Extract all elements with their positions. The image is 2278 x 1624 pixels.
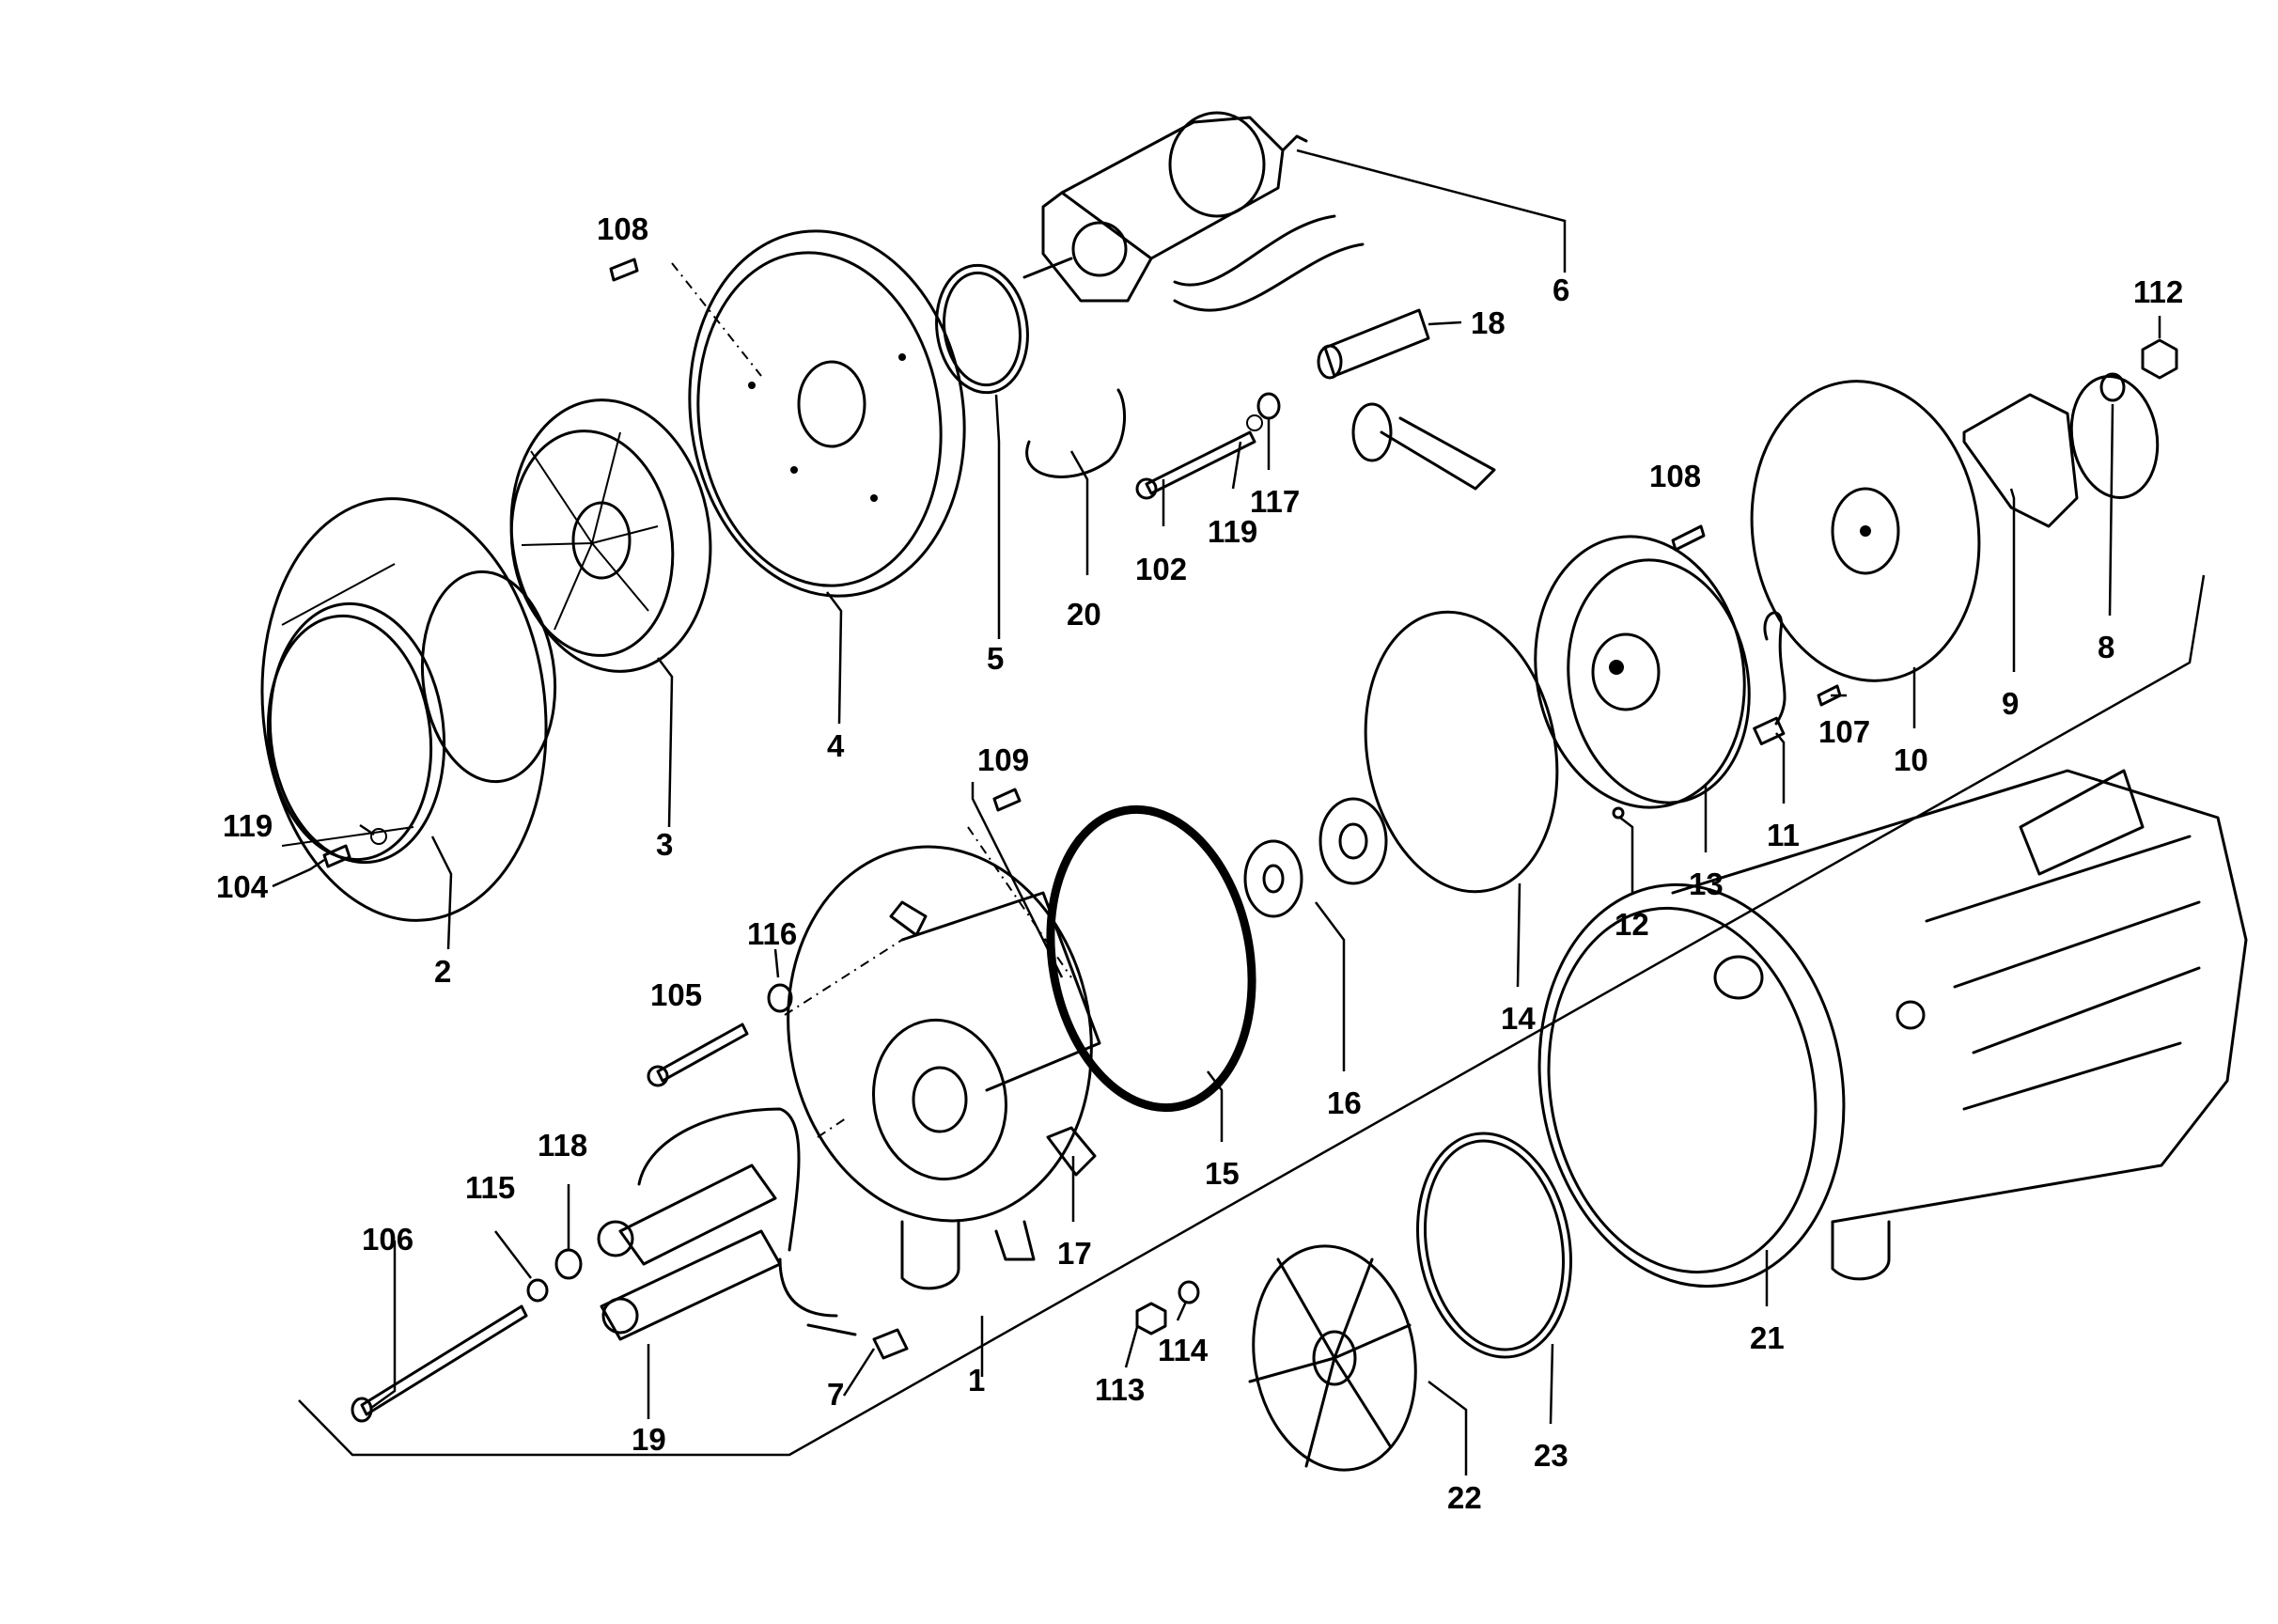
label-16: 16	[1327, 1085, 1362, 1120]
label-104: 104	[216, 869, 269, 904]
part-screw-102	[1145, 430, 1256, 495]
part-o-ring-small-inner	[943, 271, 1022, 387]
part-back-plate	[688, 229, 966, 598]
part-screw-105	[656, 1023, 749, 1083]
part-rod-106	[360, 1304, 528, 1416]
part-washer-115	[526, 1278, 549, 1303]
part-wire-clip	[1025, 388, 1127, 478]
label-23: 23	[1534, 1438, 1568, 1473]
part-screw-102-head	[1135, 477, 1158, 500]
part-inlet-cover	[260, 497, 557, 922]
label-107: 107	[1818, 714, 1870, 749]
label-102: 102	[1135, 552, 1187, 586]
part-o-ring-15	[1046, 804, 1256, 1113]
label-119-left: 119	[223, 808, 273, 843]
label-119-top: 119	[1208, 514, 1257, 549]
label-108-right: 108	[1649, 459, 1701, 493]
part-screw-108a	[609, 258, 639, 282]
label-2: 2	[434, 954, 451, 989]
label-117: 117	[1250, 484, 1300, 519]
label-9: 9	[2002, 686, 2019, 721]
label-105: 105	[650, 977, 702, 1012]
part-main-housing	[1537, 769, 2248, 1288]
part-coupling	[1243, 797, 1388, 918]
part-brush-terminal	[1351, 402, 1496, 491]
label-109: 109	[977, 742, 1029, 777]
label-113: 113	[1095, 1372, 1145, 1407]
part-screw-109	[992, 788, 1022, 812]
label-18: 18	[1471, 305, 1506, 340]
part-washer-8	[2099, 372, 2126, 402]
part-cover-disk	[1750, 380, 1981, 682]
part-o-ring-23-inner	[1423, 1139, 1566, 1351]
part-screw-105-head	[647, 1065, 669, 1087]
part-rod-106-head	[351, 1397, 373, 1423]
label-19: 19	[632, 1422, 666, 1457]
assembly-bracket-line	[298, 574, 2206, 1457]
label-5: 5	[987, 641, 1004, 676]
label-8: 8	[2098, 630, 2114, 664]
label-108-top: 108	[597, 211, 648, 246]
part-washer-118	[554, 1248, 583, 1280]
label-106: 106	[362, 1222, 413, 1257]
part-washer-117	[1256, 392, 1281, 420]
label-17: 17	[1057, 1236, 1092, 1271]
part-connector-7	[872, 1328, 909, 1360]
label-22: 22	[1447, 1480, 1482, 1515]
part-nut-113	[1135, 1302, 1167, 1335]
part-heater	[597, 1107, 857, 1341]
part-capacitor	[1173, 214, 1430, 380]
label-20: 20	[1067, 597, 1101, 632]
label-21: 21	[1750, 1320, 1785, 1355]
part-clip-9	[1962, 393, 2079, 528]
part-pump-housing	[787, 845, 1101, 1290]
leader-lines	[272, 148, 2161, 1476]
label-115: 115	[465, 1170, 515, 1205]
part-washer-114	[1178, 1280, 1200, 1304]
part-nut-112	[2141, 338, 2178, 380]
label-4: 4	[827, 728, 845, 763]
part-impeller	[509, 398, 712, 673]
part-washer-116	[767, 983, 793, 1013]
part-labels: 2 3 4 5 6 18 20 102 119 117 108 112 8 9 …	[216, 211, 2183, 1515]
part-o-ring-small	[935, 263, 1029, 395]
part-clip-disc	[2069, 375, 2160, 499]
label-13: 13	[1689, 867, 1724, 901]
label-3: 3	[656, 827, 673, 862]
part-screw-104	[322, 844, 351, 868]
label-12: 12	[1615, 907, 1649, 942]
label-6: 6	[1552, 273, 1569, 307]
label-1: 1	[968, 1363, 985, 1398]
label-15: 15	[1205, 1156, 1240, 1191]
part-washer-119-top	[1246, 414, 1263, 431]
part-screw-108b	[1671, 524, 1706, 552]
part-fan	[1248, 1244, 1417, 1472]
label-10: 10	[1894, 742, 1928, 777]
part-o-ring-14	[1364, 610, 1559, 894]
part-ball-12	[1612, 806, 1625, 820]
label-7: 7	[827, 1377, 844, 1412]
label-114: 114	[1158, 1333, 1209, 1367]
label-118: 118	[538, 1128, 587, 1163]
part-motor	[1022, 111, 1308, 303]
part-washer-119-bottom	[370, 828, 387, 845]
label-112: 112	[2133, 274, 2183, 309]
label-14: 14	[1501, 1001, 1536, 1036]
part-o-ring-23	[1416, 1132, 1572, 1359]
part-terminal-11	[1753, 716, 1786, 745]
part-wire-11	[1763, 611, 1787, 726]
label-116: 116	[747, 916, 797, 951]
part-end-shield	[1534, 535, 1751, 809]
label-11: 11	[1767, 818, 1800, 852]
